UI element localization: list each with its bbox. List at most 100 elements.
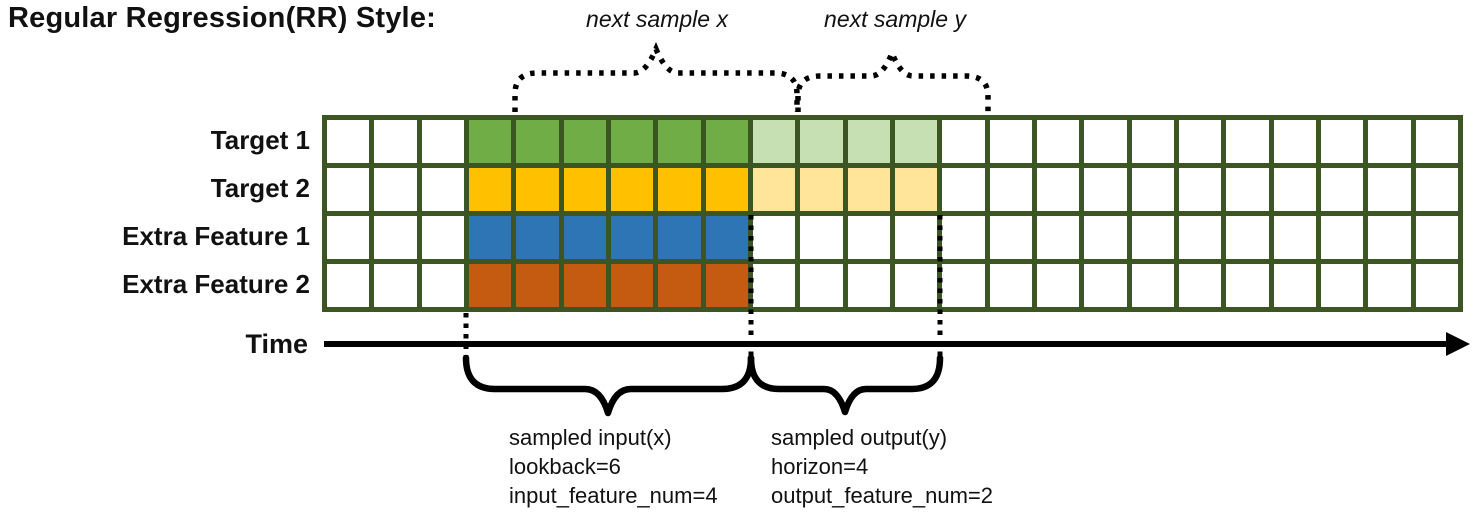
grid-cell xyxy=(705,216,748,259)
grid-cell xyxy=(989,216,1032,259)
grid-cell xyxy=(847,120,890,163)
sampled-output-underbrace xyxy=(747,354,944,416)
next-sample-y-brace xyxy=(795,45,991,112)
grid-cell xyxy=(1273,216,1316,259)
grid-cell xyxy=(1273,120,1316,163)
grid-cell xyxy=(894,120,938,163)
grid-cell xyxy=(1273,264,1316,307)
grid-cell xyxy=(516,168,559,211)
grid-cell xyxy=(1084,168,1127,211)
grid-cell xyxy=(1178,264,1222,307)
grid-cell xyxy=(847,264,890,307)
grid-cell xyxy=(942,264,985,307)
output-feature-num-value: output_feature_num=2 xyxy=(771,483,994,508)
diagram-title: Regular Regression(RR) Style: xyxy=(8,2,436,34)
next-sample-y-label: next sample y xyxy=(824,6,966,32)
grid-cell xyxy=(989,120,1032,163)
grid-cell xyxy=(468,120,512,163)
grid-cell xyxy=(327,264,370,307)
row-label-target2: Target 2 xyxy=(210,173,310,203)
grid-cell xyxy=(752,216,796,259)
grid-cell xyxy=(800,216,843,259)
grid-cell xyxy=(752,264,796,307)
grid-cell xyxy=(327,168,370,211)
grid-cell xyxy=(610,216,654,259)
grid-cell xyxy=(847,216,890,259)
grid-cell xyxy=(421,216,464,259)
grid-cell xyxy=(1226,120,1269,163)
grid-cell xyxy=(1368,216,1411,259)
sampled-input-underbrace xyxy=(462,354,755,417)
grid-cell xyxy=(942,216,985,259)
grid-cell xyxy=(374,216,417,259)
grid-cell xyxy=(658,264,701,307)
grid-cell xyxy=(421,264,464,307)
grid-cell xyxy=(1226,216,1269,259)
lookback-value: lookback=6 xyxy=(509,454,621,479)
sample-grid xyxy=(322,115,1463,312)
grid-cell xyxy=(894,216,938,259)
sampled-output-title: sampled output(y) xyxy=(771,425,948,450)
grid-cell xyxy=(374,120,417,163)
grid-cell xyxy=(705,168,748,211)
input-feature-num-value: input_feature_num=4 xyxy=(509,483,718,508)
grid-cell xyxy=(374,264,417,307)
grid-cell xyxy=(468,168,512,211)
grid-cell xyxy=(327,216,370,259)
grid-cell xyxy=(1178,216,1222,259)
horizon-value: horizon=4 xyxy=(771,454,869,479)
grid-cell xyxy=(1368,264,1411,307)
grid-cell xyxy=(563,216,606,259)
grid-cell xyxy=(800,120,843,163)
sampled-input-note: sampled input(x) lookback=6 input_featur… xyxy=(509,423,718,510)
grid-cell xyxy=(1036,264,1080,307)
grid-cell xyxy=(1273,168,1316,211)
grid-cell xyxy=(563,264,606,307)
grid-cell xyxy=(1178,168,1222,211)
grid-cell xyxy=(610,120,654,163)
grid-cell xyxy=(989,168,1032,211)
grid-cell xyxy=(1368,120,1411,163)
grid-cell xyxy=(516,216,559,259)
grid-cell xyxy=(752,168,796,211)
grid-cell xyxy=(800,264,843,307)
grid-cell xyxy=(610,168,654,211)
grid-cell xyxy=(516,264,559,307)
time-axis-label: Time xyxy=(245,329,308,359)
grid-cell xyxy=(468,216,512,259)
grid-cell xyxy=(468,264,512,307)
grid-cell xyxy=(705,264,748,307)
grid-cell xyxy=(421,168,464,211)
grid-cell xyxy=(1320,216,1364,259)
row-label-extra2: Extra Feature 2 xyxy=(122,269,310,299)
grid-cell xyxy=(752,120,796,163)
grid-cell xyxy=(1131,216,1174,259)
grid-cell xyxy=(1226,264,1269,307)
grid-cell xyxy=(1415,120,1458,163)
grid-cell xyxy=(847,168,890,211)
grid-cell xyxy=(563,168,606,211)
grid-cell xyxy=(800,168,843,211)
grid-cell xyxy=(1368,168,1411,211)
grid-cell xyxy=(1415,264,1458,307)
grid-cell xyxy=(705,120,748,163)
grid-cell xyxy=(1084,216,1127,259)
grid-cell xyxy=(1320,120,1364,163)
grid-cell xyxy=(1226,168,1269,211)
grid-cell xyxy=(1131,120,1174,163)
grid-cell xyxy=(1131,168,1174,211)
grid-cell xyxy=(1036,120,1080,163)
grid-cell xyxy=(516,120,559,163)
grid-cell xyxy=(327,120,370,163)
grid-cell xyxy=(1084,264,1127,307)
grid-cell xyxy=(1131,264,1174,307)
grid-cell xyxy=(563,120,606,163)
sampled-input-title: sampled input(x) xyxy=(509,425,672,450)
grid-cell xyxy=(610,264,654,307)
row-label-extra1: Extra Feature 1 xyxy=(122,221,310,251)
next-sample-x-brace xyxy=(512,41,800,112)
grid-cell xyxy=(1084,120,1127,163)
grid-cell xyxy=(1036,168,1080,211)
grid-cell xyxy=(894,264,938,307)
grid-cell xyxy=(894,168,938,211)
